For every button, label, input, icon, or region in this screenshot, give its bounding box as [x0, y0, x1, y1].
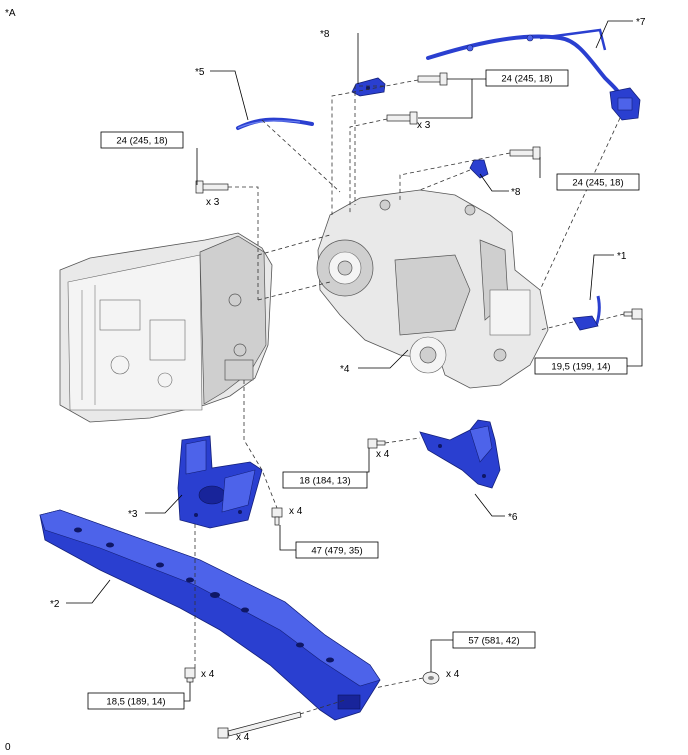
qty-long-bolt: x 4	[236, 732, 250, 743]
callout-8-mid: *8	[511, 187, 521, 198]
torque-sensor: 19,5 (199, 14)	[551, 362, 610, 373]
part-7-wire-harness	[426, 28, 641, 121]
callout-leaders	[66, 20, 643, 702]
callout-6: *6	[508, 512, 518, 523]
qty-left-bolts: x 3	[206, 197, 220, 208]
torque-box-crossmember-front: 57 (581, 42)	[452, 631, 536, 649]
torque-box-sensor: 19,5 (199, 14)	[534, 357, 628, 375]
corner-code-label: 0	[5, 742, 11, 753]
bolt-top-right	[417, 72, 448, 86]
bolt-mount3	[271, 507, 283, 526]
part-5-breather-hose	[236, 117, 314, 130]
torque-bracket6: 18 (184, 13)	[299, 476, 350, 487]
torque-mid-right: 24 (245, 18)	[572, 178, 623, 189]
alignment-lines	[194, 79, 625, 715]
torque-box-crossmember-left: 18,5 (189, 14)	[87, 692, 185, 710]
bolt-bracket6	[367, 438, 386, 449]
callout-8-top: *8	[320, 29, 330, 40]
callout-7: *7	[636, 17, 646, 28]
callout-1: *1	[617, 251, 627, 262]
qty-nut-right: x 4	[446, 669, 460, 680]
callout-4: *4	[340, 364, 350, 375]
part-3-transmission-mount	[177, 435, 263, 529]
qty-nut-left: x 4	[201, 669, 215, 680]
torque-box-bracket6: 18 (184, 13)	[282, 471, 368, 489]
bolt-mid-right	[509, 146, 541, 160]
bolt-sensor	[623, 308, 643, 320]
qty-bracket6: x 4	[376, 449, 390, 460]
transfer-case	[316, 189, 549, 389]
torque-mount3: 47 (479, 35)	[311, 546, 362, 557]
part-8-bracket-mid	[469, 159, 489, 179]
callout-3: *3	[128, 509, 138, 520]
bolt-long-crossmember	[217, 711, 302, 739]
torque-top-right: 24 (245, 18)	[501, 74, 552, 85]
nut-crossmember-right	[422, 671, 440, 685]
torque-box-top-right: 24 (245, 18)	[485, 69, 569, 87]
qty-top-bolts: x 3	[417, 120, 431, 131]
torque-crossmember-front: 57 (581, 42)	[468, 636, 519, 647]
callout-5: *5	[195, 67, 205, 78]
bolt-top-x3	[386, 111, 418, 125]
part-6-bracket	[419, 419, 501, 489]
torque-crossmember-left: 18,5 (189, 14)	[106, 697, 165, 708]
torque-box-mid-right: 24 (245, 18)	[556, 173, 640, 191]
torque-box-left: 24 (245, 18)	[100, 131, 184, 149]
transmission-housing	[59, 232, 273, 423]
bolt-left-x3	[195, 180, 229, 194]
figure-id-label: *A	[5, 8, 16, 19]
callouts: *8 *5 *7 *8 *1 *4 *6 *3 *2	[50, 17, 646, 610]
torque-left: 24 (245, 18)	[116, 136, 167, 147]
callout-2: *2	[50, 599, 60, 610]
torque-box-mount3: 47 (479, 35)	[295, 541, 379, 559]
qty-mount3: x 4	[289, 506, 303, 517]
nut-crossmember-left	[184, 667, 196, 683]
part-1-sensor	[572, 295, 601, 331]
quantity-labels: x 3 x 3 x 4 x 4 x 4 x 4 x 4	[201, 120, 460, 743]
part-2-crossmember	[39, 509, 381, 721]
